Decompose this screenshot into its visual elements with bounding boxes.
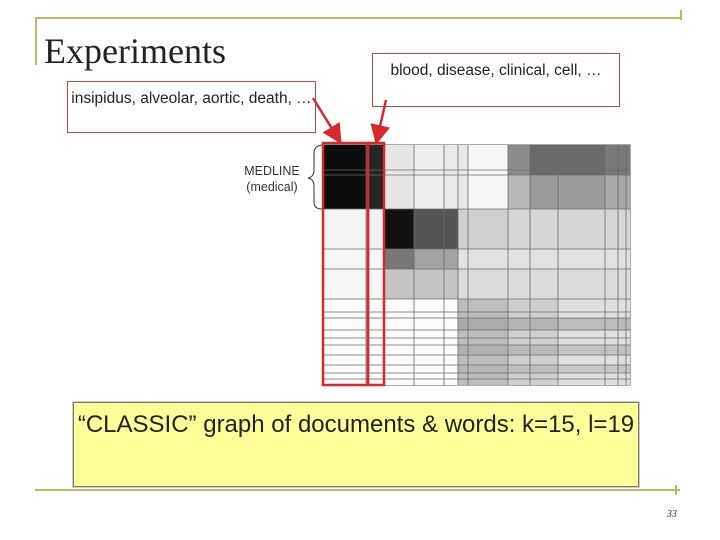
- slide-number: 33: [667, 509, 677, 520]
- row-group-label-line1: MEDLINE: [244, 164, 300, 178]
- matrix-block: [458, 209, 508, 249]
- matrix-block: [414, 145, 444, 209]
- right-vertical-rule: [680, 10, 682, 20]
- bottom-tick: [675, 485, 677, 495]
- summary-box: “CLASSIC” graph of documents & words: k=…: [73, 402, 639, 487]
- matrix-block: [508, 175, 530, 209]
- matrix-block: [458, 365, 630, 373]
- callout-left-words: insipidus, alveolar, aortic, death, …: [67, 81, 316, 133]
- matrix-block: [508, 145, 530, 175]
- matrix-block: [468, 145, 508, 209]
- matrix-block: [530, 175, 605, 209]
- matrix-block: [323, 145, 366, 209]
- matrix-block: [384, 209, 414, 249]
- left-vertical-rule: [35, 17, 37, 65]
- matrix-block: [458, 345, 630, 355]
- row-group-label-line2: (medical): [246, 180, 298, 194]
- matrix-block: [384, 249, 414, 269]
- bottom-rule: [35, 489, 680, 491]
- matrix-block: [508, 209, 630, 249]
- arrow-to-right-column: [370, 99, 391, 145]
- matrix-block: [384, 269, 458, 299]
- row-group-brace: [307, 144, 323, 210]
- matrix-block: [458, 249, 630, 269]
- matrix-block: [323, 299, 458, 385]
- matrix-block: [414, 209, 458, 249]
- matrix-block: [384, 145, 414, 209]
- matrix-block: [323, 209, 384, 249]
- matrix-block: [323, 269, 384, 299]
- matrix-row-dividers: [323, 169, 630, 380]
- matrix-block: [458, 269, 630, 299]
- matrix-block: [444, 145, 468, 209]
- matrix-block: [530, 145, 605, 175]
- matrix-block: [366, 145, 384, 209]
- row-group-label: MEDLINE (medical): [238, 163, 306, 195]
- matrix-block: [414, 249, 458, 269]
- slide-title: Experiments: [44, 31, 226, 71]
- callout-right-words: blood, disease, clinical, cell, …: [372, 53, 620, 107]
- matrix-block: [323, 249, 384, 269]
- arrow-to-left-column: [311, 97, 342, 145]
- matrix-block: [458, 318, 630, 330]
- top-rule: [35, 17, 680, 19]
